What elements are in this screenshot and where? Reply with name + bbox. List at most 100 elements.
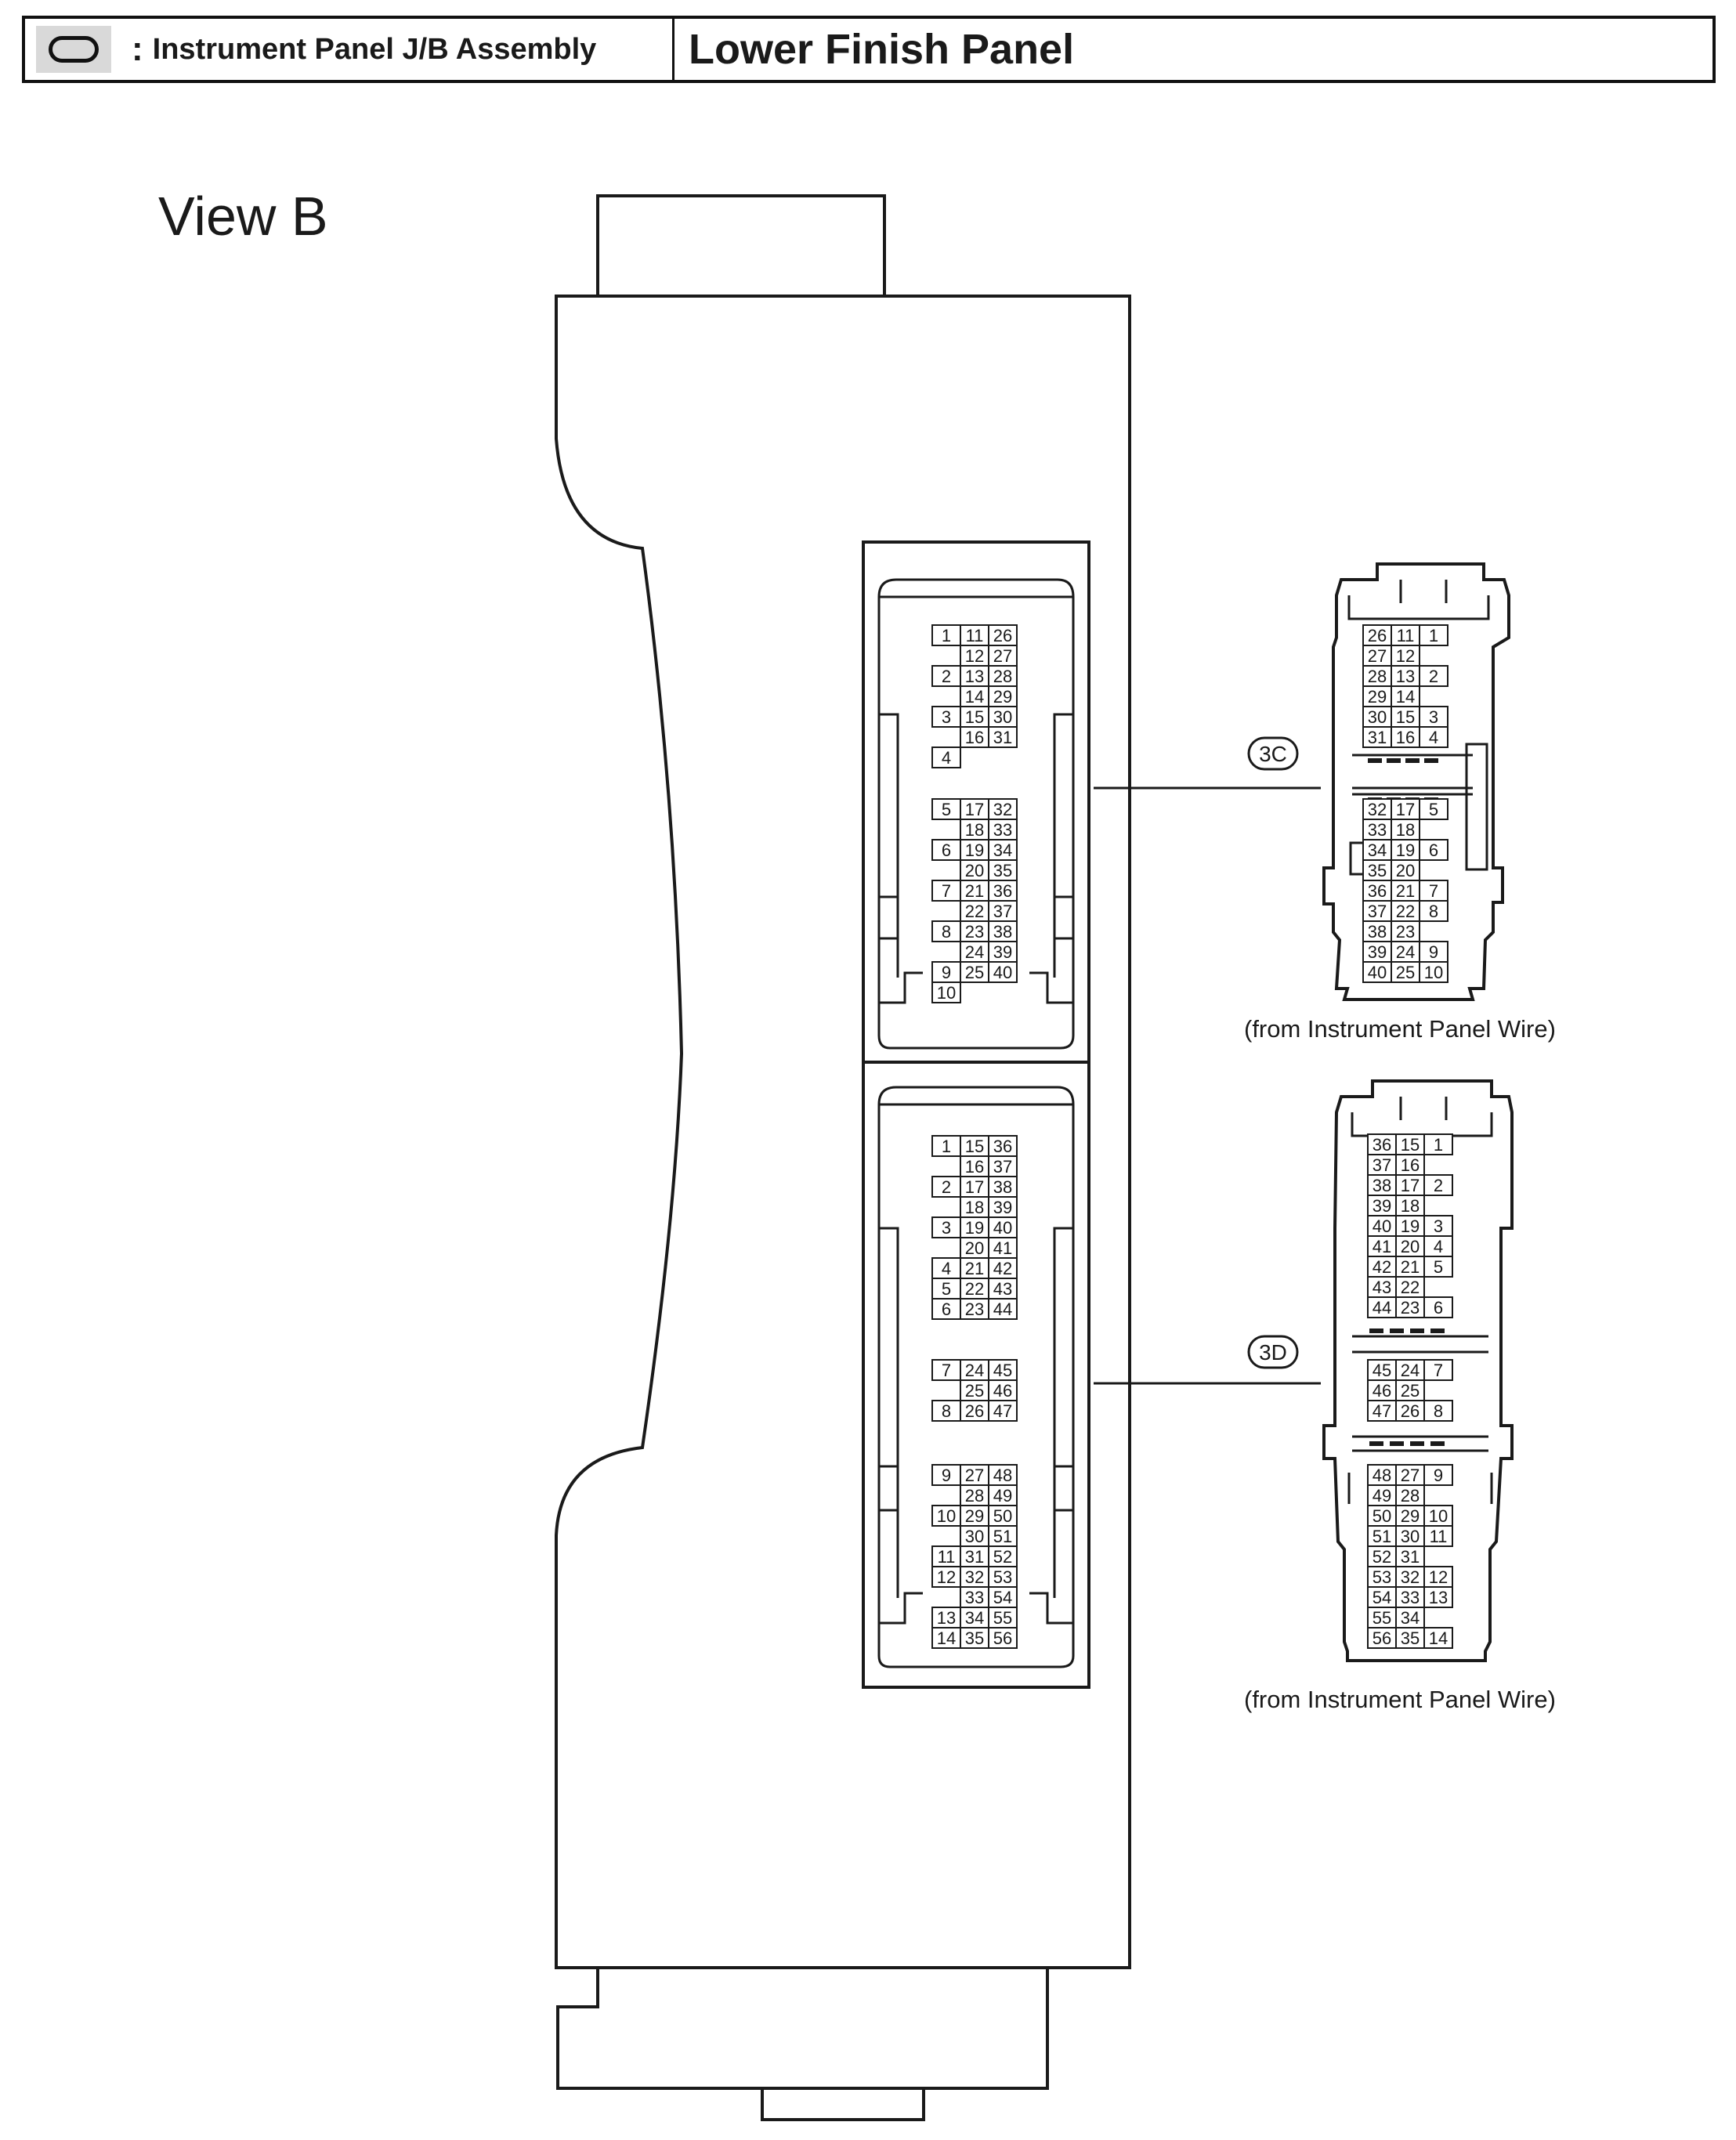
socket-3d-pin-45: 45 — [988, 1359, 1018, 1381]
svg-text:30: 30 — [1401, 1527, 1420, 1546]
svg-text:22: 22 — [1396, 902, 1415, 921]
svg-text:21: 21 — [1401, 1257, 1420, 1277]
svg-text:14: 14 — [937, 1628, 956, 1648]
svg-text:5: 5 — [942, 800, 951, 819]
svg-text:51: 51 — [993, 1527, 1012, 1546]
svg-text:47: 47 — [993, 1401, 1012, 1421]
plug-3c-pin-31: 31 — [1362, 726, 1392, 748]
svg-text:43: 43 — [1373, 1278, 1391, 1297]
svg-text:44: 44 — [1373, 1298, 1391, 1318]
plug-3c-pin-10: 10 — [1419, 961, 1448, 983]
socket-3c-pin-16: 16 — [960, 726, 989, 748]
jb-bottom-nub — [761, 2087, 925, 2121]
socket-3d-pin-36: 36 — [988, 1135, 1018, 1157]
plug-3d-pin-4: 4 — [1423, 1235, 1453, 1257]
socket-3d-pin-26: 26 — [960, 1400, 989, 1422]
svg-text:20: 20 — [1401, 1237, 1420, 1256]
plug-3c-pin-11: 11 — [1391, 624, 1420, 646]
socket-3d-pin-46: 46 — [988, 1379, 1018, 1401]
svg-text:33: 33 — [993, 820, 1012, 840]
socket-3d-pin-7: 7 — [931, 1359, 961, 1381]
plug-3d-pin-45: 45 — [1367, 1359, 1397, 1381]
svg-text:34: 34 — [965, 1608, 984, 1628]
svg-text:27: 27 — [1401, 1466, 1420, 1485]
svg-text:22: 22 — [965, 1279, 984, 1299]
svg-text:37: 37 — [1373, 1155, 1391, 1175]
svg-text:5: 5 — [1429, 800, 1438, 819]
svg-text:10: 10 — [1424, 963, 1443, 982]
svg-text:26: 26 — [993, 626, 1012, 645]
connector-tag-3d-text: 3D — [1259, 1340, 1287, 1365]
plug-3d-pin-9: 9 — [1423, 1464, 1453, 1486]
svg-text:15: 15 — [1396, 707, 1415, 727]
plug-3d-pin-36: 36 — [1367, 1133, 1397, 1155]
svg-text:21: 21 — [965, 1259, 984, 1278]
svg-text:12: 12 — [1429, 1567, 1448, 1587]
socket-3d-pin-23: 23 — [960, 1298, 989, 1320]
socket-3c-pin-17: 17 — [960, 798, 989, 820]
svg-text:8: 8 — [1429, 902, 1438, 921]
plug-3d-pin-11: 11 — [1423, 1525, 1453, 1547]
socket-3d-pin-54: 54 — [988, 1586, 1018, 1608]
socket-area-3d-frame — [862, 1061, 1090, 1689]
socket-3d-pin-40: 40 — [988, 1216, 1018, 1238]
svg-text:36: 36 — [993, 881, 1012, 901]
svg-text:32: 32 — [993, 800, 1012, 819]
svg-text:50: 50 — [993, 1506, 1012, 1526]
svg-text:25: 25 — [1396, 963, 1415, 982]
svg-text:35: 35 — [1368, 861, 1387, 880]
socket-3d-pin-27: 27 — [960, 1464, 989, 1486]
svg-text:52: 52 — [1373, 1547, 1391, 1567]
svg-text:55: 55 — [1373, 1608, 1391, 1628]
plug-3c-pin-7: 7 — [1419, 880, 1448, 902]
svg-text:16: 16 — [965, 1157, 984, 1177]
plug-3c-pin-35: 35 — [1362, 859, 1392, 881]
svg-text:35: 35 — [1401, 1628, 1420, 1648]
plug-3d-pin-43: 43 — [1367, 1276, 1397, 1298]
svg-text:10: 10 — [1429, 1506, 1448, 1526]
socket-3c-pin-34: 34 — [988, 839, 1018, 861]
svg-text:19: 19 — [1401, 1216, 1420, 1236]
socket-3c-pin-19: 19 — [960, 839, 989, 861]
svg-text:14: 14 — [1396, 687, 1415, 707]
svg-text:11: 11 — [1397, 626, 1415, 645]
svg-text:42: 42 — [1373, 1257, 1391, 1277]
svg-text:53: 53 — [993, 1567, 1012, 1587]
plug-3c-pin-37: 37 — [1362, 900, 1392, 922]
connector-3c-caption: (from Instrument Panel Wire) — [1244, 1015, 1556, 1043]
socket-3d-pin-25: 25 — [960, 1379, 989, 1401]
svg-text:18: 18 — [965, 1198, 984, 1217]
plug-3d-housing — [1322, 1079, 1514, 1662]
socket-3c-pin-23: 23 — [960, 920, 989, 942]
socket-3d-pin-19: 19 — [960, 1216, 989, 1238]
svg-text:9: 9 — [942, 963, 951, 982]
svg-text:41: 41 — [993, 1238, 1012, 1258]
plug-3d-pin-2: 2 — [1423, 1174, 1453, 1196]
svg-text:26: 26 — [1368, 626, 1387, 645]
plug-3c-pin-27: 27 — [1362, 645, 1392, 667]
socket-3c-pin-40: 40 — [988, 961, 1018, 983]
socket-3c-pin-25: 25 — [960, 961, 989, 983]
svg-text:3: 3 — [1434, 1216, 1443, 1236]
socket-3d-pin-38: 38 — [988, 1176, 1018, 1198]
socket-3d-pin-10: 10 — [931, 1505, 961, 1527]
plug-3d-pin-26: 26 — [1395, 1400, 1425, 1422]
plug-3d-pin-17: 17 — [1395, 1174, 1425, 1196]
svg-text:19: 19 — [1396, 840, 1415, 860]
plug-3d-pin-38: 38 — [1367, 1174, 1397, 1196]
plug-3d-pin-52: 52 — [1367, 1545, 1397, 1567]
plug-3d-pin-1: 1 — [1423, 1133, 1453, 1155]
svg-text:27: 27 — [993, 646, 1012, 666]
plug-3d-pin-21: 21 — [1395, 1256, 1425, 1278]
plug-3d-pin-34: 34 — [1395, 1607, 1425, 1628]
svg-text:48: 48 — [1373, 1466, 1391, 1485]
plug-3c-pin-18: 18 — [1391, 819, 1420, 840]
svg-text:2: 2 — [1434, 1176, 1443, 1195]
legend-colon: : — [132, 30, 143, 68]
svg-text:8: 8 — [1434, 1401, 1443, 1421]
svg-text:40: 40 — [1368, 963, 1387, 982]
plug-3d-pin-56: 56 — [1367, 1627, 1397, 1649]
svg-text:12: 12 — [1396, 646, 1415, 666]
plug-3d-pin-53: 53 — [1367, 1566, 1397, 1588]
